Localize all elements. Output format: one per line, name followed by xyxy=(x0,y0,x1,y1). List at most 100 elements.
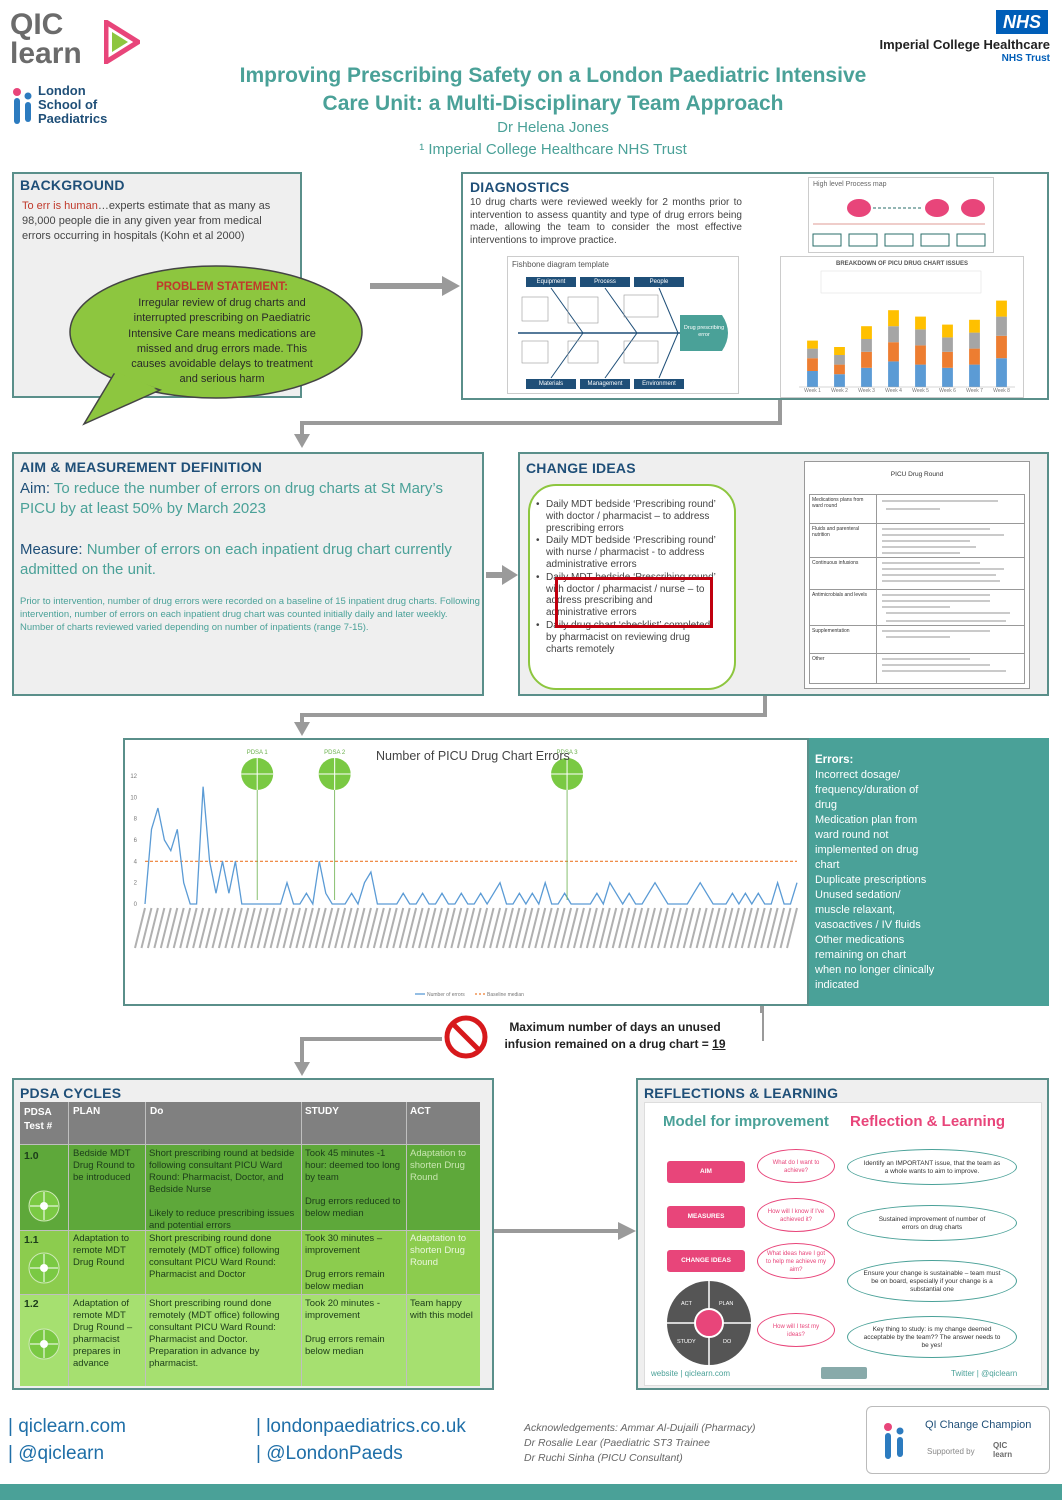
run-chart-x-tick xyxy=(476,907,489,949)
pdsa-row-3 xyxy=(20,1294,480,1386)
pdsa-col-act: ACT xyxy=(410,1106,431,1117)
run-chart-x-tick xyxy=(217,907,230,949)
breakdown-week-label: Week 4 xyxy=(885,388,902,394)
run-chart-x-tick xyxy=(553,907,566,949)
lsp-logo-line3: Paediatrics xyxy=(38,111,108,126)
pdsa-plan-1: Bedside MDT Drug Round to be introduced xyxy=(73,1148,135,1183)
badge-title: QI Change Champion xyxy=(925,1419,1032,1431)
breakdown-bar-segment xyxy=(807,371,818,387)
checklist-table: Medications plans from ward round Fluids… xyxy=(809,494,1025,684)
arrow-head-down-3 xyxy=(294,1062,310,1076)
breakdown-bar-segment xyxy=(915,329,926,346)
breakdown-bars xyxy=(799,270,1015,388)
arrow-to-diagnostics xyxy=(370,283,444,289)
breakdown-bar-segment xyxy=(996,358,1007,387)
run-chart-x-tick xyxy=(656,907,669,949)
reflections-website[interactable]: website | qiclearn.com xyxy=(651,1369,730,1378)
run-chart-x-tick xyxy=(314,907,327,949)
breakdown-week-label: Week 6 xyxy=(939,388,956,394)
run-chart-x-tick xyxy=(172,907,185,949)
pdsa-act-1: Adaptation to shorten Drug Round xyxy=(410,1148,466,1183)
arrow-pdsa-to-reflections xyxy=(494,1229,620,1233)
run-chart-x-tick xyxy=(159,907,172,949)
pdsa-marker-label: PDSA 1 xyxy=(247,750,269,756)
errors-list: Incorrect dosage/ frequency/duration of … xyxy=(815,768,935,993)
aim-statement: Aim: To reduce the number of errors on d… xyxy=(20,479,476,519)
lsp-figure-icon xyxy=(13,88,32,124)
footer-link-lsp-twitter[interactable]: | @LondonPaeds xyxy=(256,1443,403,1464)
breakdown-bar-segment xyxy=(969,319,980,333)
drug-round-checklist: PICU Drug Round Medications plans from w… xyxy=(804,461,1030,689)
run-chart-x-tick xyxy=(753,907,766,949)
footer-link-lsp[interactable]: | londonpaediatrics.co.uk xyxy=(256,1416,466,1437)
run-chart-x-tick xyxy=(508,907,521,949)
run-chart-x-tick xyxy=(573,907,585,949)
question-bubble-3: What ideas have I got to help me achieve… xyxy=(757,1243,835,1279)
breakdown-bar-segment xyxy=(807,348,818,359)
run-chart-x-tick xyxy=(153,907,166,949)
reflections-twitter[interactable]: Twitter | @qiclearn xyxy=(951,1369,1018,1378)
fishbone-title: Fishbone diagram template xyxy=(512,260,609,269)
diagnostics-text: 10 drug charts were reviewed weekly for … xyxy=(470,197,742,246)
run-chart-x-tick xyxy=(334,907,347,949)
breakdown-bar-segment xyxy=(915,345,926,365)
run-chart-x-tick xyxy=(288,907,301,949)
breakdown-bar-segment xyxy=(996,300,1007,317)
answer-bubble-1: Identify an IMPORTANT issue, that the te… xyxy=(847,1149,1017,1185)
footer-link-qiclearn-twitter[interactable]: | @qiclearn xyxy=(8,1443,105,1464)
aim-panel xyxy=(12,452,484,696)
connector-change-chart-down xyxy=(300,713,304,723)
fishbone-bottom-1: Materials xyxy=(526,379,576,389)
breakdown-week-label: Week 3 xyxy=(858,388,875,394)
problem-text: Irregular review of drug charts and inte… xyxy=(128,297,316,386)
run-chart-x-tick xyxy=(747,907,760,949)
connector-chart-pdsa-v xyxy=(760,1006,764,1040)
arrow-head-right-2 xyxy=(502,565,518,585)
breakdown-bar-segment xyxy=(942,367,953,387)
error-item-2: Medication plan from ward round not impl… xyxy=(815,814,919,871)
measure-text: Number of errors on each inpatient drug … xyxy=(20,541,452,578)
run-chart-x-tick xyxy=(418,907,431,949)
breakdown-bar-segment xyxy=(834,355,845,365)
pdsa-col-test: PDSA Test # xyxy=(24,1107,53,1132)
run-chart-y-tick: 4 xyxy=(134,859,138,865)
background-body: …experts estimate that as many as 98,000… xyxy=(22,200,271,242)
checklist-row-1: Medications plans from ward round xyxy=(812,497,864,509)
fishbone-head-label: Drug prescribing error xyxy=(683,325,725,338)
arrow-head-right-3 xyxy=(618,1222,636,1240)
model-label-aim: AIM xyxy=(667,1161,745,1183)
max-days-text: Maximum number of days an unused infusio… xyxy=(496,1019,734,1053)
run-chart-x-tick xyxy=(611,907,624,949)
run-chart-title: Number of PICU Drug Chart Errors xyxy=(376,749,570,763)
run-chart-x-tick xyxy=(308,907,321,949)
run-chart-x-tick xyxy=(644,907,656,949)
run-chart-x-tick xyxy=(166,907,179,949)
run-chart-x-tick xyxy=(134,907,146,949)
error-item-1: Incorrect dosage/ frequency/duration of … xyxy=(815,769,919,811)
run-chart-x-tick xyxy=(366,907,379,949)
run-chart-x-tick xyxy=(269,907,282,949)
footer-link-qiclearn[interactable]: | qiclearn.com xyxy=(8,1416,126,1437)
lsp-figure-icon xyxy=(884,1423,904,1459)
fishbone-diagram: Fishbone diagram template Equipment Proc… xyxy=(507,256,739,394)
connector-diagnostics-aim-v xyxy=(778,400,782,424)
breakdown-bar-segment xyxy=(996,335,1007,359)
breakdown-bar-chart: BREAKDOWN OF PICU DRUG CHART ISSUES Week… xyxy=(780,256,1024,398)
pdsa-col-study: STUDY xyxy=(305,1106,339,1117)
change-idea-highlight-box xyxy=(555,577,713,628)
run-chart-x-tick xyxy=(702,907,715,949)
breakdown-bar-segment xyxy=(942,351,953,368)
max-days-callout xyxy=(442,1013,762,1063)
process-map-diagram xyxy=(812,199,986,247)
title-line-2: Care Unit: a Multi-Disciplinary Team App… xyxy=(322,92,784,115)
breakdown-bar-segment xyxy=(888,310,899,327)
legend-label: Number of errors xyxy=(427,992,465,998)
checklist-title: PICU Drug Round xyxy=(890,471,944,478)
run-chart-x-tick xyxy=(527,907,540,949)
run-chart-x-tick xyxy=(760,907,773,949)
background-heading: BACKGROUND xyxy=(20,177,125,193)
aim-text: To reduce the number of errors on drug c… xyxy=(20,480,443,517)
pdsa-act-3: Team happy with this model xyxy=(410,1298,473,1321)
